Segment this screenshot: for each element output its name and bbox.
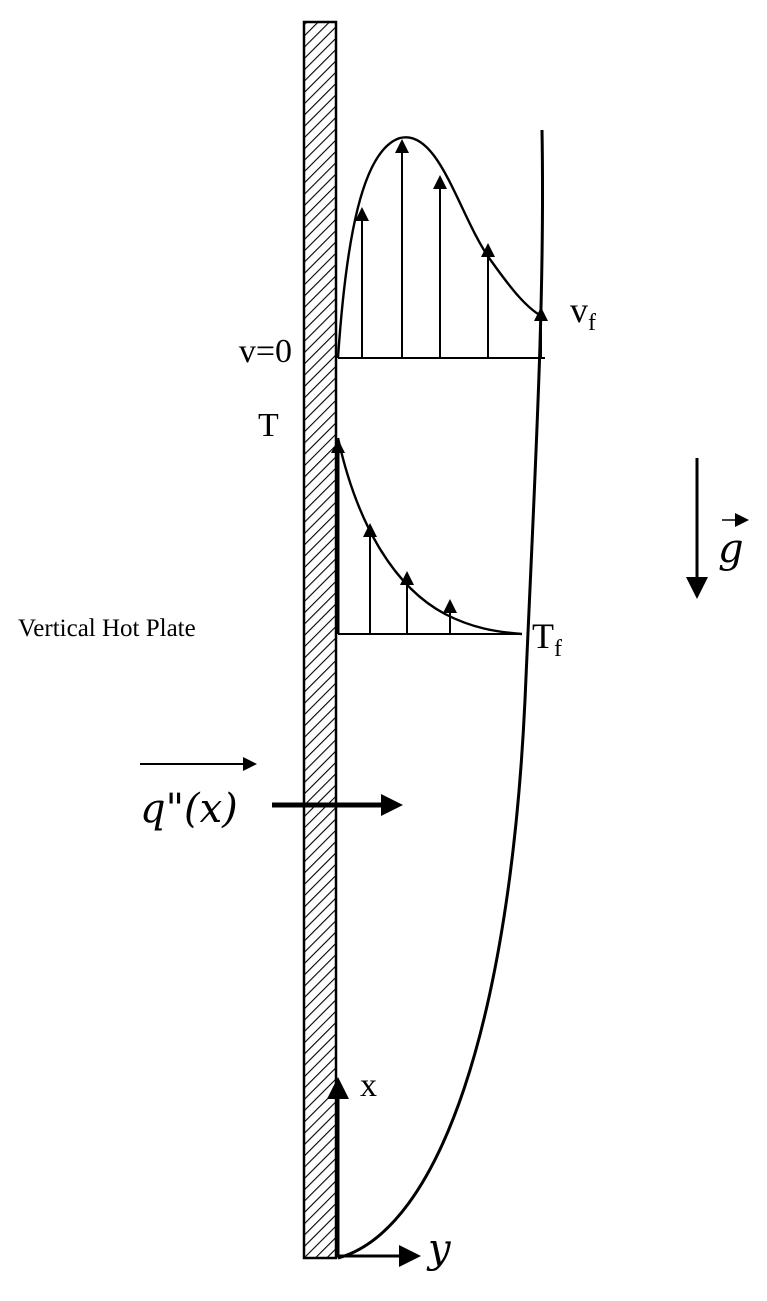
temperature-free-symbol: T — [532, 616, 554, 656]
heat-flux-label: q"(x) — [140, 786, 238, 832]
velocity-free-symbol: v — [570, 290, 588, 330]
hot-plate — [302, 20, 338, 1260]
velocity-profile-curve — [336, 136, 546, 359]
velocity-free-label: vf — [570, 290, 596, 336]
gravity-label: g — [718, 526, 744, 572]
temperature-profile-curve — [336, 437, 523, 636]
axis-y-label: y — [426, 1226, 452, 1272]
axis-x-label: x — [360, 1067, 377, 1104]
temperature-free-label: Tf — [532, 616, 562, 662]
temperature-wall-label: T — [258, 407, 279, 444]
boundary-layer-edge — [337, 129, 545, 1260]
temperature-profile — [331, 437, 523, 636]
temperature-free-subscript: f — [554, 636, 562, 662]
velocity-free-subscript: f — [588, 310, 596, 336]
plate-label: Vertical Hot Plate — [18, 615, 196, 642]
velocity-profile — [336, 136, 548, 359]
velocity-wall-label: v=0 — [239, 333, 292, 370]
